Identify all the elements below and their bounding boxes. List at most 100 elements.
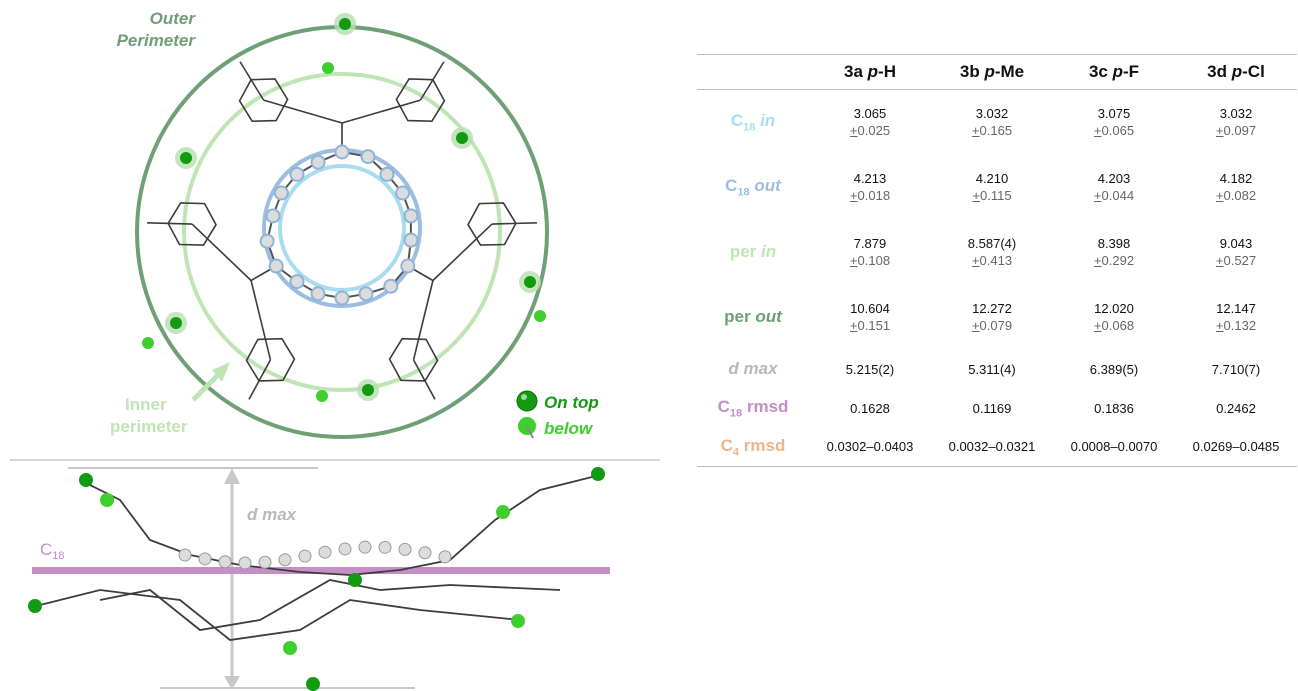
row-label-per-out: per out xyxy=(724,307,782,326)
row-label-c4-rmsd: C4 rmsd xyxy=(697,427,809,467)
carbon-atom xyxy=(383,278,399,294)
carbon-atom xyxy=(289,274,305,290)
side-carbon-atom xyxy=(298,549,312,563)
c18-in-circle xyxy=(278,164,406,292)
chlorine-atom xyxy=(339,18,351,30)
side-dmax-label: d max xyxy=(247,505,298,524)
cell-c18-in-3c: 3.075+0.065 xyxy=(1093,106,1135,139)
cell-c18-out-3d: 4.182+0.082 xyxy=(1215,171,1257,203)
carbon-atom xyxy=(403,208,419,224)
side-chlorine-atom xyxy=(496,505,510,519)
carbon-atom xyxy=(334,144,350,160)
side-chlorine-atom xyxy=(28,599,42,613)
chlorine-atom xyxy=(142,337,154,349)
side-carbon-atom xyxy=(398,542,412,556)
carbon-atom xyxy=(273,185,289,201)
cell-c18-in-3d: 3.032+0.097 xyxy=(1215,106,1257,139)
carbon-atom xyxy=(360,149,376,165)
cell-c18-out-3a: 4.213+0.018 xyxy=(849,171,891,203)
header-3b: 3b p-Me xyxy=(931,54,1053,90)
table-row-c18-in: C18 in 3.065+0.025 3.032+0.165 3.075+0.065 3… xyxy=(697,90,1297,155)
inner-perimeter-arrow xyxy=(191,362,230,402)
carbon-atom xyxy=(268,258,284,274)
outer-perimeter-circle xyxy=(135,25,549,439)
carbon-atom xyxy=(395,185,411,201)
inner-perimeter-circle xyxy=(182,72,502,392)
carbon-atom xyxy=(265,208,281,224)
chlorine-atoms xyxy=(142,13,546,402)
chlorine-atom xyxy=(534,310,546,322)
row-label-c18-out: C18 out xyxy=(725,175,781,199)
cell-per-in-3a: 7.879+0.108 xyxy=(849,236,891,268)
cell-d-max-3d: 7.710(7) xyxy=(1211,361,1261,377)
row-label-c18-rmsd: C18 rmsd xyxy=(717,396,789,420)
cell-c18-in-3b: 3.032+0.165 xyxy=(971,106,1013,139)
carbon-atom xyxy=(403,232,419,248)
carbon-atom xyxy=(334,290,350,306)
cell-c18-in-3a: 3.065+0.025 xyxy=(849,106,891,139)
cell-d-max-3a: 5.215(2) xyxy=(845,361,895,377)
chlorine-atom xyxy=(180,152,192,164)
carbon-atom xyxy=(310,154,326,170)
cell-per-in-3c: 8.398+0.292 xyxy=(1093,236,1135,268)
chlorine-atom xyxy=(316,390,328,402)
side-carbon-atom xyxy=(238,556,252,570)
header-3d: 3d p-Cl xyxy=(1175,54,1297,90)
side-chlorine-atom xyxy=(306,677,320,691)
side-carbon-atom xyxy=(178,548,192,562)
header-3c: 3c p-F xyxy=(1053,54,1175,90)
carbon-atom xyxy=(358,286,374,302)
side-chlorine-atom xyxy=(348,573,362,587)
cell-c4-rmsd-3d: 0.0269–0.0485 xyxy=(1175,427,1297,467)
cell-per-out-3d: 12.147+0.132 xyxy=(1215,301,1257,333)
side-chlorine-atom xyxy=(79,473,93,487)
data-table-container: 3a p-H 3b p-Me 3c p-F 3d p-Cl C18 in 3.06… xyxy=(697,54,1297,467)
side-carbon-atom xyxy=(438,550,452,564)
legend-below: below xyxy=(544,419,594,438)
table-header-row: 3a p-H 3b p-Me 3c p-F 3d p-Cl xyxy=(697,54,1297,90)
side-carbon-atom xyxy=(258,555,272,569)
side-carbon-atom xyxy=(318,545,332,559)
side-view: d max C18 xyxy=(28,467,610,691)
cell-c18-rmsd-3c: 0.1836 xyxy=(1094,400,1134,416)
legend: On top below xyxy=(516,390,599,439)
on-top-sphere-icon xyxy=(516,390,538,412)
row-label-per-in: per in xyxy=(729,242,777,261)
row-label-c18-in: C18 in xyxy=(730,111,776,134)
side-carbon-atom xyxy=(198,552,212,566)
cell-per-out-3c: 12.020+0.068 xyxy=(1093,301,1135,333)
molecule-skeleton xyxy=(147,61,537,400)
carbon-atom xyxy=(379,166,395,182)
table-row-c18-out: C18 out 4.213+0.018 4.210+0.115 4.203+0.044… xyxy=(697,155,1297,220)
cell-d-max-3b: 5.311(4) xyxy=(968,361,1016,377)
c18-plane xyxy=(32,567,610,574)
chlorine-atom xyxy=(456,132,468,144)
cell-c18-out-3c: 4.203+0.044 xyxy=(1093,171,1135,203)
carbon-atom xyxy=(400,258,416,274)
cell-per-out-3b: 12.272+0.079 xyxy=(971,301,1013,333)
chlorine-atom xyxy=(322,62,334,74)
carbon-atom xyxy=(310,286,326,302)
carbon-atom xyxy=(289,166,305,182)
side-carbon-atom xyxy=(418,546,432,560)
side-chlorine-atom xyxy=(100,493,114,507)
side-carbon-atom xyxy=(278,553,292,567)
legend-on-top: On top xyxy=(544,393,599,412)
cell-c18-rmsd-3a: 0.1628 xyxy=(850,400,890,416)
header-blank xyxy=(697,54,809,90)
chlorine-atom xyxy=(524,276,536,288)
cell-c4-rmsd-3c: 0.0008–0.0070 xyxy=(1053,427,1175,467)
row-label-d-max: d max xyxy=(728,359,778,378)
cell-c18-out-3b: 4.210+0.115 xyxy=(972,171,1012,203)
side-carbon-atom xyxy=(358,540,372,554)
c18-ring-atoms xyxy=(259,144,419,306)
chlorine-atom xyxy=(362,384,374,396)
cell-per-in-3d: 9.043+0.527 xyxy=(1215,236,1257,268)
side-chlorine-atom xyxy=(591,467,605,481)
cell-d-max-3c: 6.389(5) xyxy=(1089,361,1139,377)
